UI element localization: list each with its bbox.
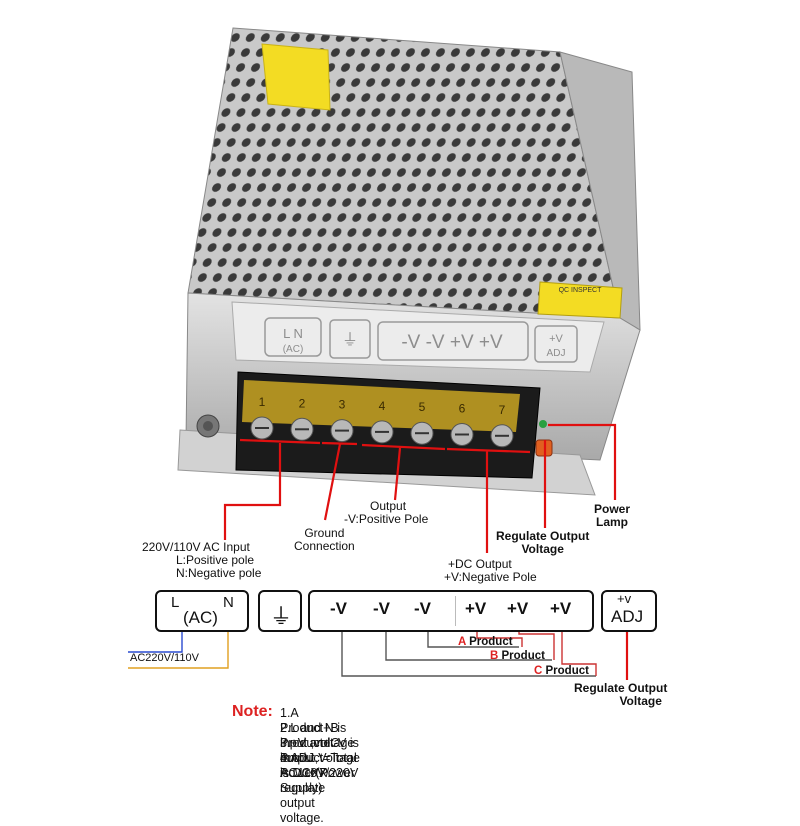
label-ln: L N <box>283 326 303 341</box>
product-c-line-pos <box>561 614 597 676</box>
ac-wire-label: AC220V/110V <box>130 652 199 664</box>
note-line-2: 2.L and N is input ,voltage is AC110V/22… <box>280 721 359 780</box>
ground-callout: Ground Connection <box>294 527 355 553</box>
pos-terminal-1: +V <box>465 599 487 618</box>
regulate-schem-title: Regulate Output <box>574 681 668 695</box>
ground-sub: Connection <box>294 539 355 553</box>
product-a-text: Product <box>469 636 513 648</box>
label-vv: -V -V +V +V <box>401 332 503 353</box>
note-line-4: 4.ADJ is regulate output voltage. <box>280 751 326 825</box>
product-c-text: Product <box>545 665 589 677</box>
lead-neg <box>361 443 446 501</box>
product-b-text: Product <box>501 650 545 662</box>
ac-input-l: L:Positive pole <box>176 553 255 567</box>
terminal-number-1: 1 <box>259 395 266 409</box>
terminal-number-3: 3 <box>339 398 346 412</box>
regulate-sub: Voltage <box>521 542 564 556</box>
divider <box>455 596 456 626</box>
terminal-cover <box>242 380 520 432</box>
ground-box: ⏚ <box>258 590 302 632</box>
ac-label: (AC) <box>183 608 218 627</box>
terminal-screws <box>250 416 514 448</box>
label-ac: (AC) <box>283 344 304 355</box>
neg-terminal-1: -V <box>330 599 347 618</box>
neg-terminal-3: -V <box>414 599 431 618</box>
power-supply-photo: L N (AC) ⏚ -V -V +V +V +V ADJ QC INSPECT… <box>128 27 641 680</box>
dc-output-sub: +V:Negative Pole <box>444 570 537 584</box>
dc-output-callout: +DC Output +V:Negative Pole <box>444 558 537 584</box>
perforated-lid <box>187 27 621 319</box>
adj-box: +v ADJ <box>601 590 657 632</box>
label-adj-v: +V <box>549 333 563 345</box>
product-c-letter: C <box>534 665 543 677</box>
neg-terminal-2: -V <box>373 599 390 618</box>
label-adj: ADJ <box>547 348 566 359</box>
terminal-number-2: 2 <box>299 396 306 410</box>
power-lamp-callout: Power Lamp <box>594 503 630 529</box>
ground-title: Ground <box>304 526 345 540</box>
regulate-title: Regulate Output <box>496 529 590 543</box>
output-sub: -V:Positive Pole <box>344 512 429 526</box>
terminal-number-7: 7 <box>499 403 506 417</box>
regulate-schem-sub: Voltage <box>619 694 662 708</box>
product-a-label: A Product <box>458 636 513 649</box>
adj-label: ADJ <box>611 607 644 626</box>
qc-text: QC INSPECT <box>559 287 603 294</box>
ac-n-label: N <box>223 594 234 611</box>
ac-input-callout: 220V/110V AC Input L:Positive pole N:Neg… <box>142 541 261 580</box>
ac-input-n: N:Negative pole <box>176 566 262 580</box>
front-label <box>231 301 605 373</box>
terminal-number-5: 5 <box>419 400 426 414</box>
output-callout: Output -V:Positive Pole <box>344 500 428 526</box>
output-title: Output <box>370 499 407 513</box>
product-b-label: B Product <box>490 650 545 663</box>
dc-output-title: +DC Output <box>448 557 512 571</box>
product-c-line <box>341 614 596 677</box>
product-a-letter: A <box>458 636 466 648</box>
note-line-3: 3.+V and -V is output,Voltage is DCXX. <box>280 736 360 780</box>
lead-lamp <box>548 423 617 500</box>
pos-terminal-3: +V <box>550 599 572 618</box>
yellow-sticker <box>261 43 331 111</box>
terminal-number-4: 4 <box>379 399 386 413</box>
adj-v-label: +v <box>617 591 632 606</box>
pos-terminal-2: +V <box>507 599 529 618</box>
ac-input-title: 220V/110V AC Input <box>142 540 250 554</box>
notes-heading: Note: <box>232 703 273 720</box>
product-b-letter: B <box>490 650 499 662</box>
power-lamp-sub: Lamp <box>596 515 629 529</box>
regulate-schem-label: Regulate Output Voltage <box>574 682 667 708</box>
power-lamp-title: Power <box>594 502 631 516</box>
lead-ac <box>223 438 321 540</box>
qc-sticker <box>537 281 623 319</box>
dc-output-box: -V -V -V +V +V +V <box>308 590 594 632</box>
power-lamp <box>539 420 547 428</box>
label-ground: ⏚ <box>342 331 358 349</box>
lead-pos <box>446 447 531 553</box>
terminal-number-6: 6 <box>459 402 466 416</box>
ac-input-box: L N (AC) <box>155 590 249 632</box>
ground-icon: ⏚ <box>270 604 293 629</box>
product-c-label: C Product <box>534 665 589 678</box>
terminal-numbers: 1 2 3 4 5 6 7 <box>259 395 506 417</box>
ac-l-label: L <box>171 594 180 611</box>
regulate-callout: Regulate Output Voltage <box>496 530 589 556</box>
note-line-1: 1.A Product+B Product+C Product=Total Po… <box>280 706 357 795</box>
lead-ground <box>321 441 358 521</box>
